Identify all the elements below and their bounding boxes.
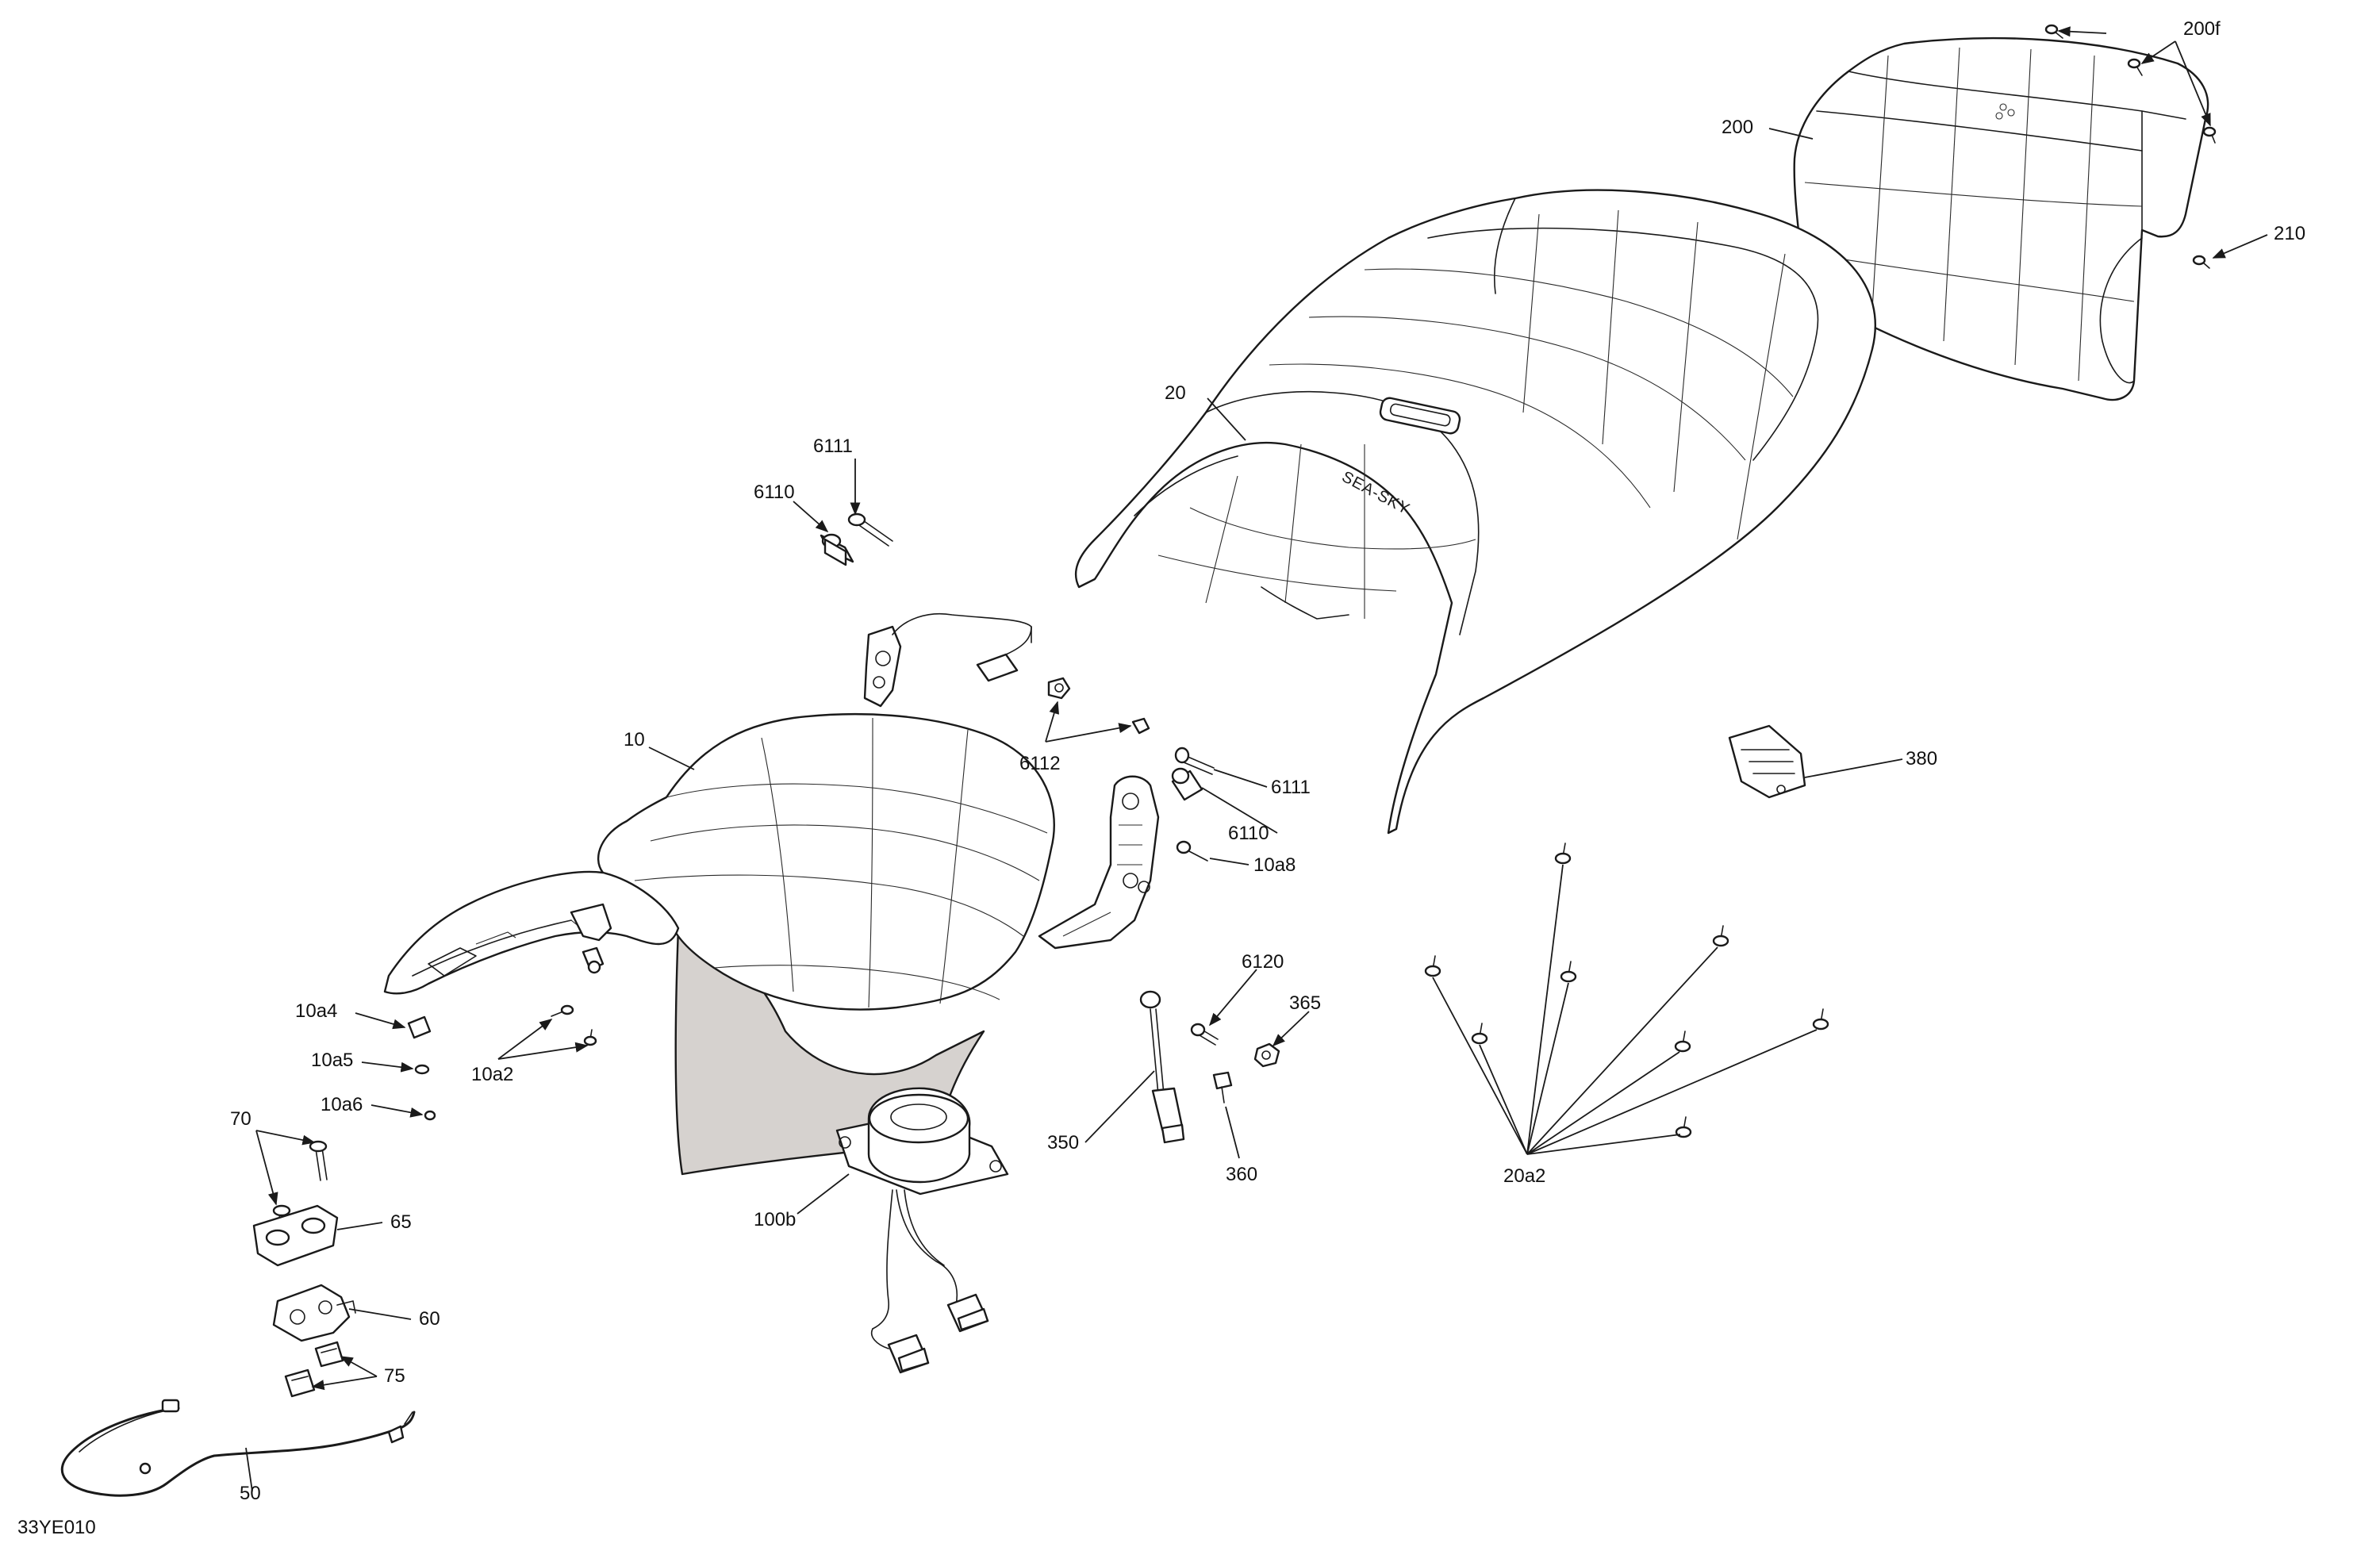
callout-60[interactable]: 60: [419, 1308, 440, 1330]
screw-10a8[interactable]: [1176, 840, 1208, 862]
callout-10a4[interactable]: 10a4: [295, 1000, 337, 1022]
nut-6112-a[interactable]: [1047, 677, 1071, 700]
bolt-6120[interactable]: [1190, 1023, 1219, 1046]
diagram-code: 33YE010: [17, 1517, 96, 1538]
gas-strut-part-350[interactable]: [1139, 990, 1185, 1144]
callout-210[interactable]: 210: [2274, 223, 2305, 244]
callout-6111-mid[interactable]: 6111: [1271, 777, 1311, 798]
callout-10[interactable]: 10: [624, 729, 645, 750]
nut-6112-b[interactable]: [1131, 717, 1150, 735]
callout-6120[interactable]: 6120: [1242, 951, 1284, 973]
screw-210[interactable]: [2192, 255, 2210, 269]
fasteners-20a2[interactable]: [1424, 843, 1829, 1138]
screw-200f-c[interactable]: [2202, 126, 2217, 144]
cable-part-50[interactable]: [60, 1399, 416, 1497]
clamp-part-65[interactable]: [252, 1204, 339, 1267]
callout-50[interactable]: 50: [240, 1483, 261, 1504]
callout-100b[interactable]: 100b: [754, 1209, 796, 1230]
spacer-6110-mid[interactable]: [1171, 767, 1203, 801]
nut-10a6[interactable]: [424, 1110, 436, 1121]
passenger-seat-part-20[interactable]: SEA-SKY: [1074, 189, 1877, 835]
callout-6110-top[interactable]: 6110: [754, 482, 795, 503]
bolt-360[interactable]: [1212, 1071, 1233, 1104]
clip-75-b[interactable]: [284, 1368, 316, 1398]
spacer-6110-top[interactable]: [820, 533, 854, 566]
bolt-70-b[interactable]: [309, 1140, 328, 1181]
hinge-bracket[interactable]: [863, 612, 1032, 708]
bolt-6111-mid[interactable]: [1174, 747, 1215, 775]
callout-6110-mid[interactable]: 6110: [1228, 823, 1269, 844]
leader-lines: [245, 26, 2268, 1492]
screw-10a2-a[interactable]: [551, 1004, 574, 1017]
clip-75-a[interactable]: [314, 1341, 344, 1368]
callout-10a6[interactable]: 10a6: [321, 1094, 363, 1115]
callout-350[interactable]: 350: [1047, 1132, 1079, 1153]
module-part-380[interactable]: [1728, 724, 1806, 799]
speaker-part-100b[interactable]: [835, 1087, 1009, 1374]
callout-65[interactable]: 65: [390, 1211, 412, 1233]
seat-support-arm[interactable]: [1038, 775, 1160, 950]
callout-10a8[interactable]: 10a8: [1253, 854, 1296, 876]
washer-10a5[interactable]: [414, 1064, 430, 1075]
screw-200f-a[interactable]: [2044, 24, 2063, 39]
callout-20a2[interactable]: 20a2: [1503, 1165, 1545, 1187]
callout-200f[interactable]: 200f: [2183, 18, 2221, 40]
callout-6111-top[interactable]: 6111: [813, 436, 853, 457]
callout-75[interactable]: 75: [384, 1365, 405, 1387]
callout-10a2[interactable]: 10a2: [471, 1064, 513, 1085]
latch-part-60[interactable]: [272, 1284, 356, 1342]
bolt-6111-top[interactable]: [847, 512, 893, 547]
callout-200[interactable]: 200: [1722, 117, 1753, 138]
screw-200f-b[interactable]: [2127, 58, 2143, 76]
callout-6112[interactable]: 6112: [1019, 753, 1061, 774]
callout-380[interactable]: 380: [1906, 748, 1937, 770]
backrest-part-200[interactable]: [1793, 36, 2209, 401]
callout-360[interactable]: 360: [1226, 1164, 1257, 1185]
callout-70[interactable]: 70: [230, 1108, 251, 1130]
nut-365[interactable]: [1253, 1042, 1280, 1068]
callout-365[interactable]: 365: [1289, 992, 1321, 1014]
callout-10a5[interactable]: 10a5: [311, 1050, 353, 1071]
clip-10a4[interactable]: [407, 1015, 432, 1039]
callout-20[interactable]: 20: [1165, 382, 1186, 404]
screw-10a2-b[interactable]: [583, 1029, 597, 1046]
